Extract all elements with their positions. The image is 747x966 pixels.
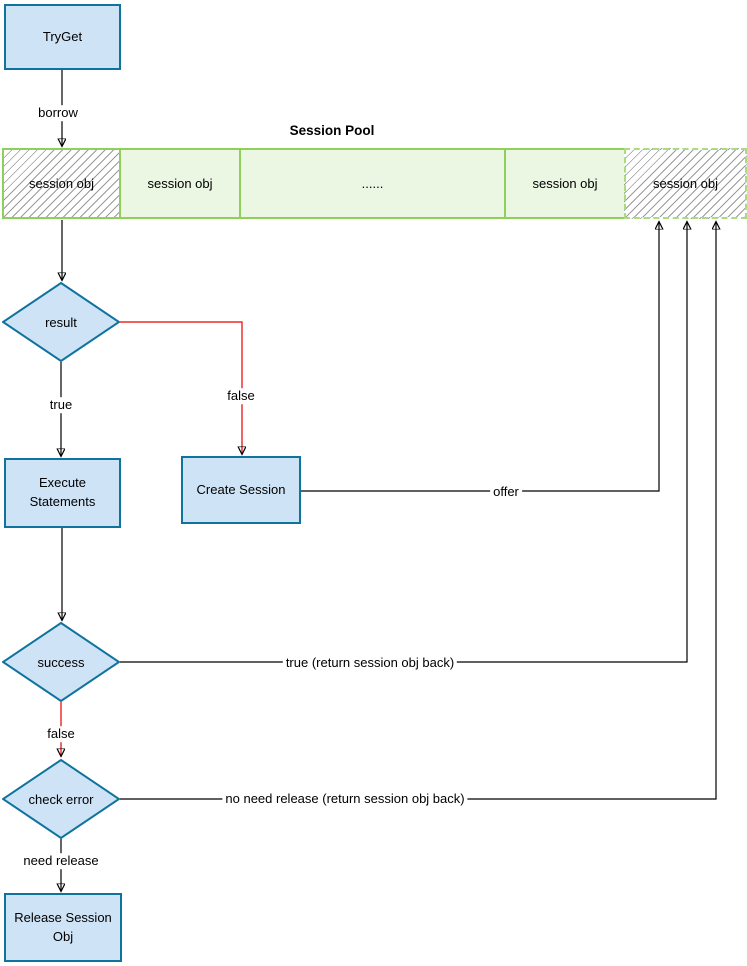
node-label: Execute Statements	[29, 475, 96, 509]
node-release-session-obj: Release Session Obj	[4, 893, 122, 962]
edge-offer	[301, 222, 659, 492]
pool-cell-label: session obj	[147, 176, 213, 191]
node-label: success	[37, 654, 85, 670]
node-success-decision: success	[2, 622, 120, 702]
pool-cell-session-obj: session obj	[2, 148, 121, 219]
node-result-decision: result	[2, 282, 120, 362]
pool-cell-ellipsis: ......	[239, 148, 506, 219]
pool-cell-label: session obj	[532, 176, 598, 191]
pool-cell-label: session obj	[652, 176, 719, 191]
node-check-error-decision: check error	[2, 759, 120, 839]
edge-label-no-need-release: no need release (return session obj back…	[222, 791, 468, 807]
session-pool: session obj session obj ...... session o…	[2, 148, 747, 219]
node-create-session: Create Session	[181, 456, 301, 524]
node-label: TryGet	[42, 28, 83, 44]
node-execute-statements: Execute Statements	[4, 458, 121, 528]
pool-cell-session-obj: session obj	[504, 148, 626, 219]
pool-cell-label: ......	[361, 176, 384, 191]
diamond-shape	[2, 759, 120, 839]
edge-label-false-2: false	[44, 726, 78, 742]
node-label: result	[45, 314, 77, 330]
pool-cell-session-obj: session obj	[119, 148, 241, 219]
session-pool-title: Session Pool	[289, 123, 375, 138]
node-tryget: TryGet	[4, 4, 121, 70]
node-label: Create Session	[196, 481, 286, 497]
edge-label-borrow: borrow	[35, 105, 81, 121]
edge-label-need-release: need release	[20, 853, 102, 869]
edge-label-true: true	[46, 397, 76, 413]
edge-label-false: false	[224, 388, 258, 404]
pool-cell-session-obj-dashed: session obj	[624, 148, 747, 219]
pool-cell-label: session obj	[28, 176, 95, 191]
edge-label-true-return: true (return session obj back)	[282, 655, 458, 671]
edge-label-offer: offer	[490, 484, 522, 500]
diamond-shape	[2, 622, 120, 702]
node-label: check error	[28, 791, 94, 807]
edge-success-true-return	[120, 222, 687, 663]
node-label: Release Session Obj	[14, 909, 112, 944]
diamond-shape	[2, 282, 120, 362]
